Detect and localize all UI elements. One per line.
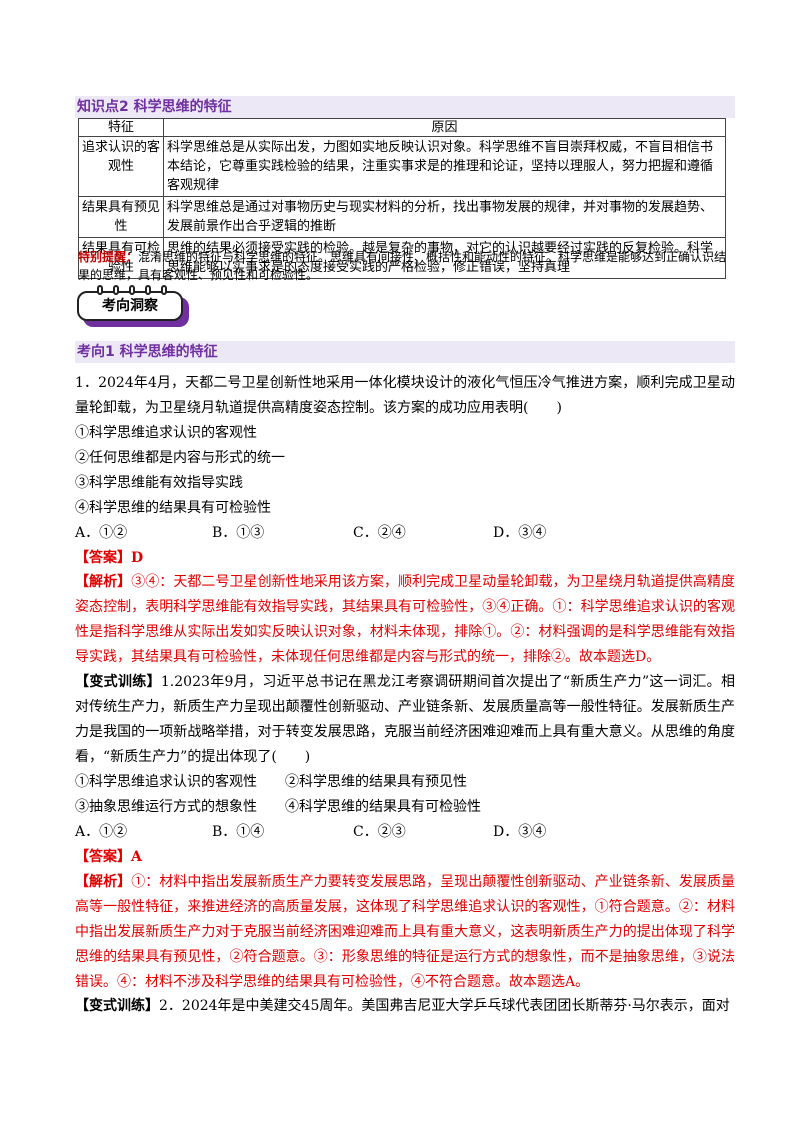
q1-analysis: 【解析】③④：天都二号卫星创新性地采用该方案，顺利完成卫星动量轮卸载，为卫星绕月… [75,570,735,670]
table-cell-feature: 结果具有可检验性 [78,237,164,279]
table-cell-feature: 追求认识的客观性 [78,136,164,197]
q1-choice-c: C．②④ [353,525,406,541]
table-header-reason: 原因 [163,118,726,137]
q1-analysis-text: ③④：天都二号卫星创新性地采用该方案，顺利完成卫星动量轮卸载，为卫星绕月轨道提供… [75,574,736,665]
special-note-label: 特别提醒： [78,250,139,264]
v1-option: ②科学思维的结果具有预见性 [285,774,467,790]
v1-stem-text: 1.2023年9月，习近平总书记在黑龙江考察调研期间首次提出了“新质生产力”这一… [75,674,735,765]
binder-ring [97,285,103,295]
q1-option: ①科学思维追求认识的客观性 [75,425,257,441]
q1-analysis-label: 【解析】 [75,574,132,590]
q1-choice-b: B．①③ [212,525,265,541]
v2-stem-text: 2．2024年是中美建交45周年。美国弗吉尼亚大学乒乓球代表团团长斯蒂芬·马尔表… [159,998,730,1014]
v1-analysis-text: ①：材料中指出发展新质生产力要转变发展思路，呈现出颠覆性创新驱动、产业链条新、发… [75,874,736,990]
badge-label: 考向洞察 [77,291,183,321]
v2-label: 【变式训练】 [75,998,159,1014]
q1-option: ④科学思维的结果具有可检验性 [75,500,271,516]
q1-option: ②任何思维都是内容与形式的统一 [75,450,285,466]
table-header-feature: 特征 [78,118,164,137]
v1-analysis: 【解析】①：材料中指出发展新质生产力要转变发展思路，呈现出颠覆性创新驱动、产业链… [75,870,735,995]
binder-ring [161,285,167,295]
features-table: 特征 原因 追求认识的客观性 科学思维总是从实际出发，力图如实地反映认识对象。科… [78,118,726,279]
v1-choice-b: B．①④ [212,824,265,840]
q1-stem: 1．2024年4月，天都二号卫星创新性地采用一体化模块设计的液化气恒压冷气推进方… [75,375,735,416]
q1-answer-value: D [131,550,144,566]
v1-choice-d: D．③④ [493,824,547,840]
q1-answer-label: 【答案】 [75,550,131,566]
table-cell-reason: 科学思维总是从实际出发，力图如实地反映认识对象。科学思维不盲目崇拜权威，不盲目相… [163,136,726,197]
table-row: 结果具有预见性 科学思维总是通过对事物历史与现实材料的分析，找出事物发展的规律，… [78,196,726,238]
section-title: 考向1 科学思维的特征 [75,341,735,363]
q1-option: ③科学思维能有效指导实践 [75,475,243,491]
table-header-row: 特征 原因 [78,118,726,137]
binder-ring [113,285,119,295]
q1-choice-d: D．③④ [493,525,547,541]
section-badge: 考向洞察 [77,285,190,327]
table-row: 追求认识的客观性 科学思维总是从实际出发，力图如实地反映认识对象。科学思维不盲目… [78,136,726,197]
v1-answer-label: 【答案】 [75,849,131,865]
v1-option: ③抽象思维运行方式的想象性 [75,799,257,815]
binder-rings-icon [97,285,167,295]
binder-ring [145,285,151,295]
special-note-text: 混淆思维的特征与科学思维的特征。思维具有间接性、概括性和能动性的特征。科学思维是… [78,250,727,282]
v1-label: 【变式训练】 [75,674,161,690]
v1-choice-a: A．①② [75,824,128,840]
v1-option: ①科学思维追求认识的客观性 [75,774,257,790]
v1-answer-value: A [131,849,142,865]
special-note: 特别提醒：混淆思维的特征与科学思维的特征。思维具有间接性、概括性和能动性的特征。… [78,248,728,284]
knowledge-point-title: 知识点2 科学思维的特征 [75,96,735,118]
table-cell-reason: 科学思维总是通过对事物历史与现实材料的分析，找出事物发展的规律，并对事物的发展趋… [163,196,726,238]
binder-ring [129,285,135,295]
table-cell-feature: 结果具有预见性 [78,196,164,238]
v1-stem: 【变式训练】1.2023年9月，习近平总书记在黑龙江考察调研期间首次提出了“新质… [75,670,735,770]
q1-choice-a: A．①② [75,525,128,541]
v1-analysis-label: 【解析】 [75,874,132,890]
v1-choice-c: C．②③ [353,824,406,840]
table-row: 结果具有可检验性 思维的结果必须接受实践的检验。越是复杂的事物，对它的认识越要经… [78,237,726,279]
v2-stem: 【变式训练】2．2024年是中美建交45周年。美国弗吉尼亚大学乒乓球代表团团长斯… [75,994,735,1019]
table-cell-reason: 思维的结果必须接受实践的检验。越是复杂的事物，对它的认识越要经过实践的反复检验。… [163,237,726,279]
v1-option: ④科学思维的结果具有可检验性 [285,799,481,815]
v1-answer: 【答案】A [75,845,142,870]
q1-answer: 【答案】D [75,546,143,571]
